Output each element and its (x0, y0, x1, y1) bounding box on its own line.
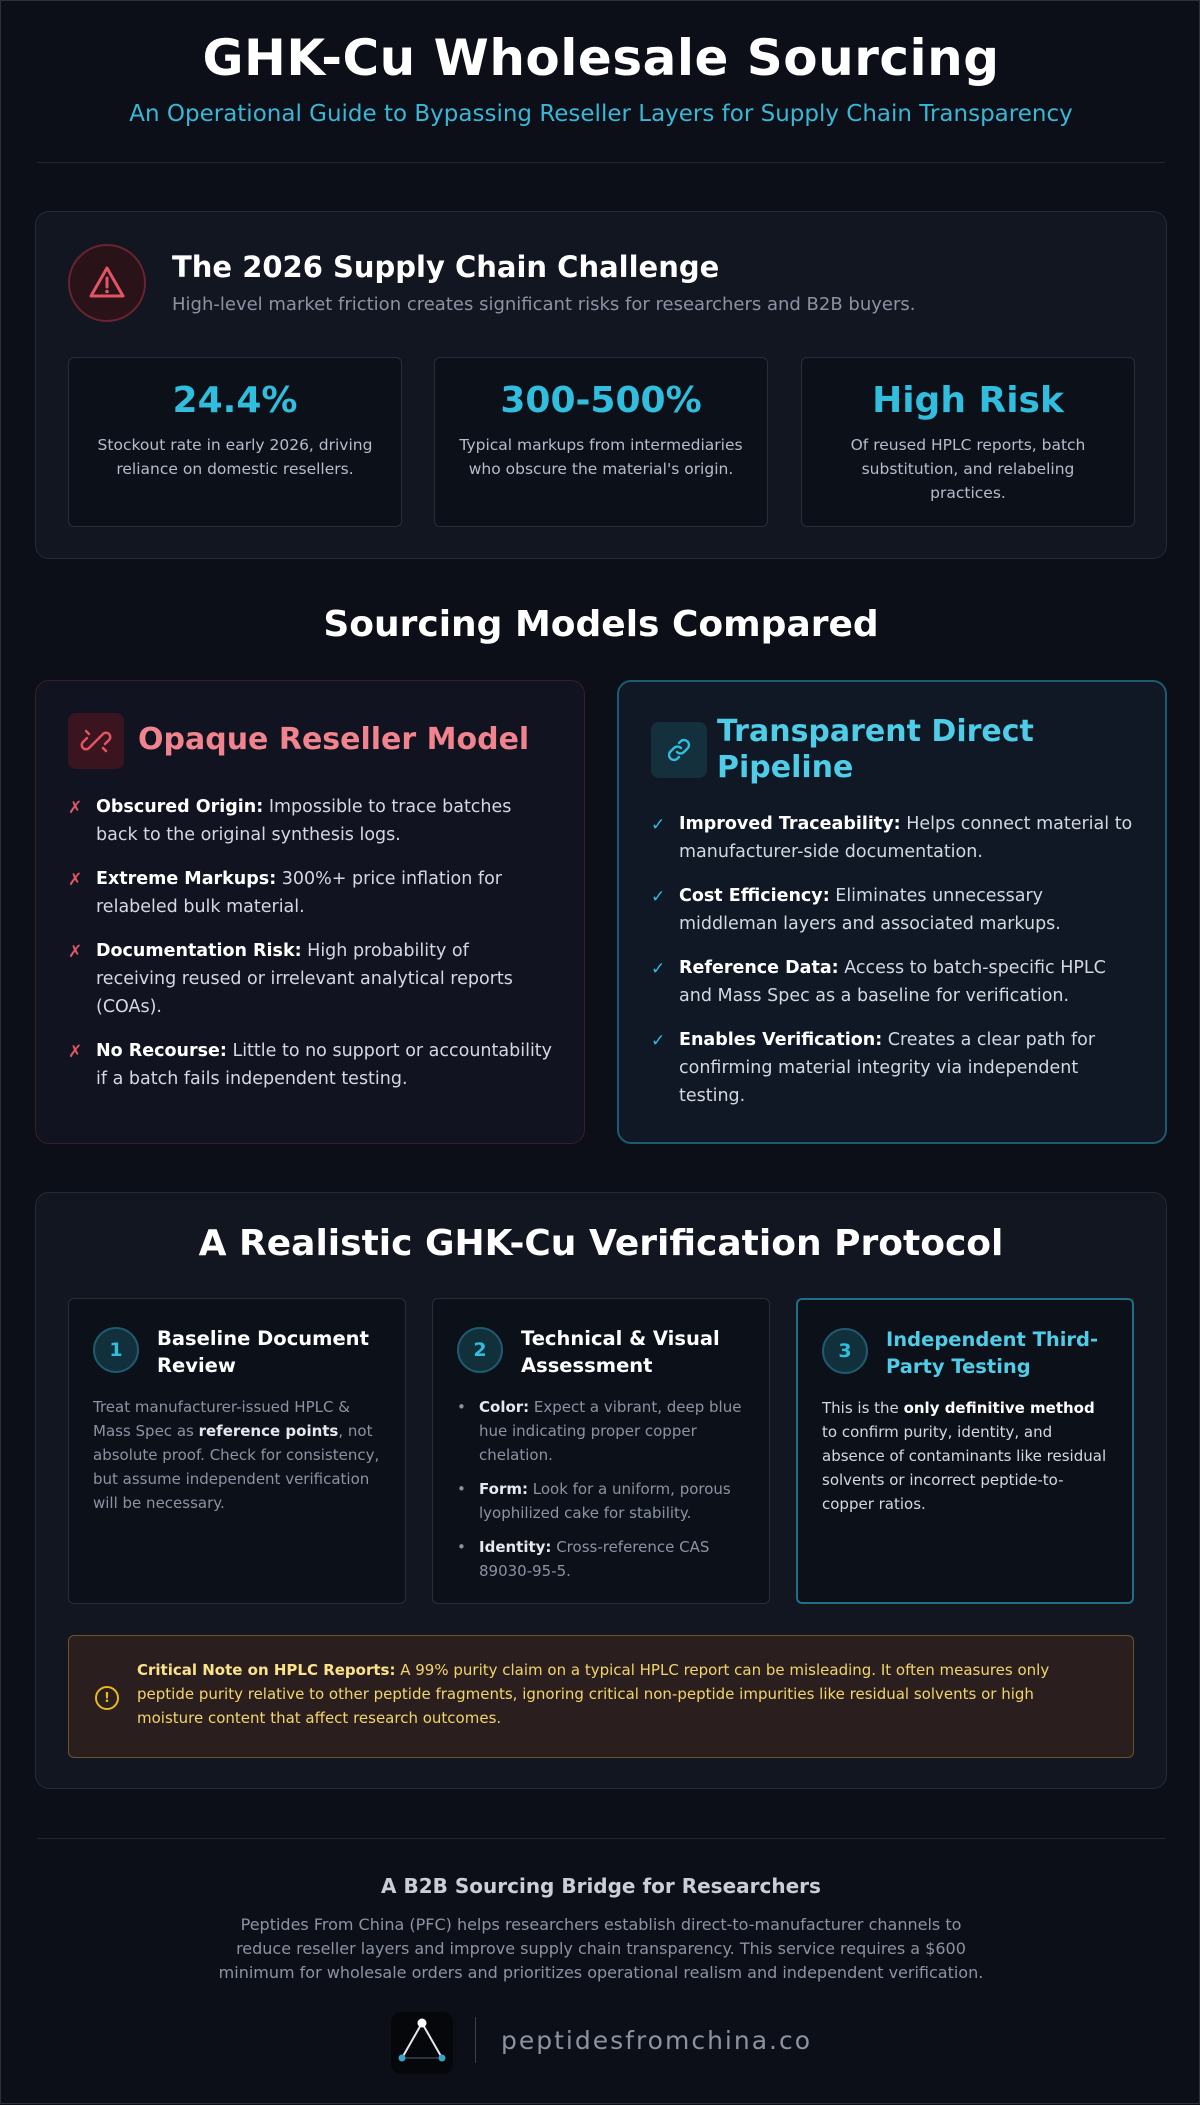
item-text: Creates a clear path for confirming mate… (679, 1030, 1096, 1106)
stat-description: Typical markups from intermediaries who … (459, 436, 743, 478)
item-label: Enables Verification: (679, 1030, 883, 1050)
opaque-model-title: Opaque Reseller Model (138, 722, 530, 757)
protocol-step-1: 1 Baseline Document Review Treat manufac… (68, 1298, 406, 1604)
stat-description: Of reused HPLC reports, batch substituti… (850, 436, 1086, 502)
header-divider (37, 162, 1165, 163)
x-mark-icon: ✗ (68, 870, 83, 890)
logo-divider (475, 2017, 476, 2063)
link-icon (651, 722, 707, 778)
models-section-title: Sourcing Models Compared (323, 604, 879, 645)
step-title: Technical & Visual Assessment (521, 1327, 720, 1377)
challenge-title: The 2026 Supply Chain Challenge (172, 250, 720, 284)
stat-value: 300-500% (500, 380, 702, 421)
step-number-badge: 2 (457, 1327, 503, 1373)
step-body: This is the only definitive method to co… (822, 1396, 1110, 1516)
challenge-subtitle: High-level market friction creates signi… (172, 294, 916, 315)
item-text: Little to no support or accountability i… (96, 1041, 553, 1089)
check-mark-icon: ✓ (651, 959, 666, 979)
warning-triangle-icon (68, 244, 146, 322)
step-number-badge: 3 (822, 1328, 868, 1374)
stat-description: Stockout rate in early 2026, driving rel… (97, 436, 373, 478)
check-mark-icon: ✓ (651, 887, 666, 907)
x-mark-icon: ✗ (68, 942, 83, 962)
item-text: Helps connect material to manufacturer-s… (679, 814, 1133, 862)
list-item: ✓ Enables Verification: Creates a clear p… (651, 1026, 1135, 1110)
item-label: Reference Data: (679, 958, 839, 978)
step-title: Baseline Document Review (157, 1327, 369, 1377)
list-item: ✗ No Recourse: Little to no support or ac… (68, 1037, 554, 1093)
verification-protocol-section: A Realistic GHK-Cu Verification Protocol… (35, 1192, 1167, 1789)
item-label: No Recourse: (96, 1041, 227, 1061)
step-number-badge: 1 (93, 1327, 139, 1373)
item-text: Eliminates unnecessary middleman layers … (679, 886, 1061, 934)
pfc-logo-icon (391, 2012, 453, 2074)
list-item: Color: Expect a vibrant, deep blue hue i… (457, 1395, 747, 1467)
item-label: Obscured Origin: (96, 797, 264, 817)
step-text: This is the (822, 1399, 904, 1417)
item-label: Form: (479, 1480, 528, 1498)
transparent-model-list: ✓ Improved Traceability: Helps connect ma… (651, 810, 1135, 1126)
stat-value: High Risk (872, 380, 1064, 421)
page-header: GHK-Cu Wholesale Sourcing An Operational… (1, 29, 1200, 127)
footer-description: Peptides From China (PFC) helps research… (218, 1915, 984, 1982)
transparent-pipeline-card: Transparent Direct Pipeline ✓ Improved Tr… (617, 680, 1167, 1144)
list-item: ✗ Obscured Origin: Impossible to trace ba… (68, 793, 554, 849)
domain-link[interactable]: peptidesfromchina.co (501, 2026, 813, 2055)
check-mark-icon: ✓ (651, 1031, 666, 1051)
stat-card-markups: 300-500% Typical markups from intermedia… (434, 357, 768, 527)
protocol-title: A Realistic GHK-Cu Verification Protocol (198, 1223, 1004, 1264)
step-body: Treat manufacturer-issued HPLC & Mass Sp… (93, 1395, 383, 1515)
x-mark-icon: ✗ (68, 798, 83, 818)
list-item: ✗ Documentation Risk: High probability of… (68, 937, 554, 1021)
challenge-section: The 2026 Supply Chain Challenge High-lev… (35, 211, 1167, 559)
footer-divider (37, 1838, 1165, 1839)
page-title: GHK-Cu Wholesale Sourcing (202, 29, 1000, 87)
item-label: Improved Traceability: (679, 814, 901, 834)
list-item: ✓ Reference Data: Access to batch-specifi… (651, 954, 1135, 1010)
list-item: ✓ Improved Traceability: Helps connect ma… (651, 810, 1135, 866)
opaque-model-list: ✗ Obscured Origin: Impossible to trace ba… (68, 793, 554, 1109)
note-label: Critical Note on HPLC Reports: (137, 1661, 396, 1679)
step-emphasis: reference points (198, 1422, 339, 1440)
step-title: Independent Third-Party Testing (886, 1328, 1099, 1378)
list-item: ✗ Extreme Markups: 300%+ price inflation … (68, 865, 554, 921)
stat-value: 24.4% (172, 380, 298, 421)
protocol-step-3: 3 Independent Third-Party Testing This i… (796, 1298, 1134, 1604)
broken-link-icon (68, 713, 124, 769)
item-label: Identity: (479, 1538, 552, 1556)
opaque-reseller-card: Opaque Reseller Model ✗ Obscured Origin: … (35, 680, 585, 1144)
protocol-step-2: 2 Technical & Visual Assessment Color: E… (432, 1298, 770, 1604)
footer-title: A B2B Sourcing Bridge for Researchers (381, 1874, 821, 1898)
step-body: Color: Expect a vibrant, deep blue hue i… (457, 1395, 747, 1593)
list-item: ✓ Cost Efficiency: Eliminates unnecessary… (651, 882, 1135, 938)
stat-card-stockout: 24.4% Stockout rate in early 2026, drivi… (68, 357, 402, 527)
x-mark-icon: ✗ (68, 1042, 83, 1062)
item-text: Expect a vibrant, deep blue hue indicati… (479, 1398, 742, 1464)
page-subtitle: An Operational Guide to Bypassing Resell… (129, 101, 1073, 127)
step-emphasis: only definitive method (903, 1399, 1095, 1417)
item-label: Extreme Markups: (96, 869, 277, 889)
item-label: Color: (479, 1398, 530, 1416)
list-item: Identity: Cross-reference CAS 89030-95-5… (457, 1535, 747, 1583)
note-body: A 99% purity claim on a typical HPLC rep… (137, 1661, 1050, 1727)
step-text: , not absolute proof. Check for consiste… (93, 1422, 380, 1512)
item-label: Cost Efficiency: (679, 886, 830, 906)
stat-card-risk: High Risk Of reused HPLC reports, batch … (801, 357, 1135, 527)
item-text: Impossible to trace batches back to the … (96, 797, 512, 845)
step-text: to confirm purity, identity, and absence… (822, 1423, 1107, 1513)
item-text: Access to batch-specific HPLC and Mass S… (679, 958, 1106, 1006)
alert-circle-icon: ! (95, 1686, 119, 1710)
note-text: Critical Note on HPLC Reports: A 99% pur… (137, 1658, 1099, 1730)
item-text: 300%+ price inflation for relabeled bulk… (96, 869, 502, 917)
item-text: Cross-reference CAS 89030-95-5. (479, 1538, 710, 1580)
step-text: Treat manufacturer-issued HPLC & Mass Sp… (93, 1398, 350, 1440)
transparent-model-title: Transparent Direct Pipeline (717, 714, 1034, 785)
list-item: Form: Look for a uniform, porous lyophil… (457, 1477, 747, 1525)
item-text: High probability of receiving reused or … (96, 941, 513, 1017)
hplc-critical-note: ! Critical Note on HPLC Reports: A 99% p… (68, 1635, 1134, 1758)
check-mark-icon: ✓ (651, 815, 666, 835)
item-text: Look for a uniform, porous lyophilized c… (479, 1480, 731, 1522)
item-label: Documentation Risk: (96, 941, 302, 961)
